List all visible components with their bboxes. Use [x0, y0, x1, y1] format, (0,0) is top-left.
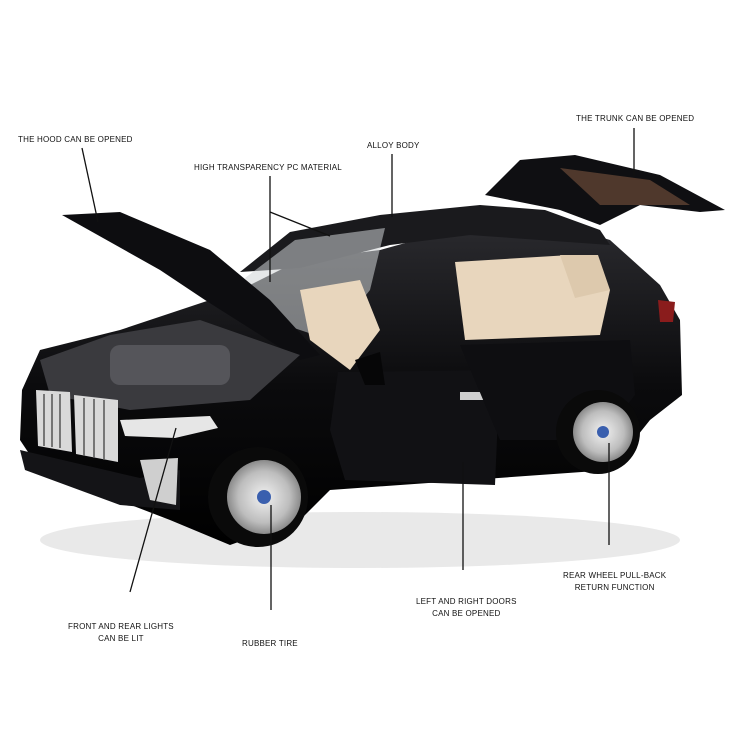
open-hood	[62, 212, 320, 360]
label-pullback-line1: REAR WHEEL PULL-BACK	[563, 571, 667, 580]
label-alloy-body: ALLOY BODY	[367, 141, 420, 150]
label-pc-material: HIGH TRANSPARENCY PC MATERIAL	[194, 163, 342, 172]
bumper-trim	[140, 458, 178, 505]
side-mirror	[355, 352, 385, 385]
grille-slats	[43, 394, 105, 460]
front-bumper	[20, 450, 180, 510]
open-door	[330, 370, 500, 485]
headlight	[120, 416, 218, 438]
leader-lights	[129, 427, 177, 593]
label-pullback: REAR WHEEL PULL-BACK RETURN FUNCTION	[563, 570, 666, 594]
leader-pc-material-branch	[269, 211, 331, 237]
label-lights: FRONT AND REAR LIGHTS CAN BE LIT	[68, 621, 174, 645]
label-lights-line2: CAN BE LIT	[98, 634, 144, 643]
trunk-light	[560, 168, 690, 205]
rear-wheel	[556, 390, 640, 474]
label-lights-line1: FRONT AND REAR LIGHTS	[68, 622, 174, 631]
kidney-grille	[36, 390, 118, 462]
label-rubber-tire: RUBBER TIRE	[242, 639, 298, 648]
label-doors: LEFT AND RIGHT DOORS CAN BE OPENED	[416, 596, 517, 620]
rear-window	[560, 255, 610, 298]
label-trunk: THE TRUNK CAN BE OPENED	[576, 114, 695, 123]
leader-hood	[81, 147, 99, 223]
front-wheel	[208, 447, 308, 547]
label-pullback-line2: RETURN FUNCTION	[574, 583, 655, 592]
label-doors-line2: CAN BE OPENED	[432, 609, 501, 618]
label-doors-line1: LEFT AND RIGHT DOORS	[416, 597, 517, 606]
label-hood: THE HOOD CAN BE OPENED	[18, 135, 133, 144]
interior-seats	[300, 280, 380, 370]
engine-cover	[110, 345, 230, 385]
tail-light	[658, 300, 675, 322]
